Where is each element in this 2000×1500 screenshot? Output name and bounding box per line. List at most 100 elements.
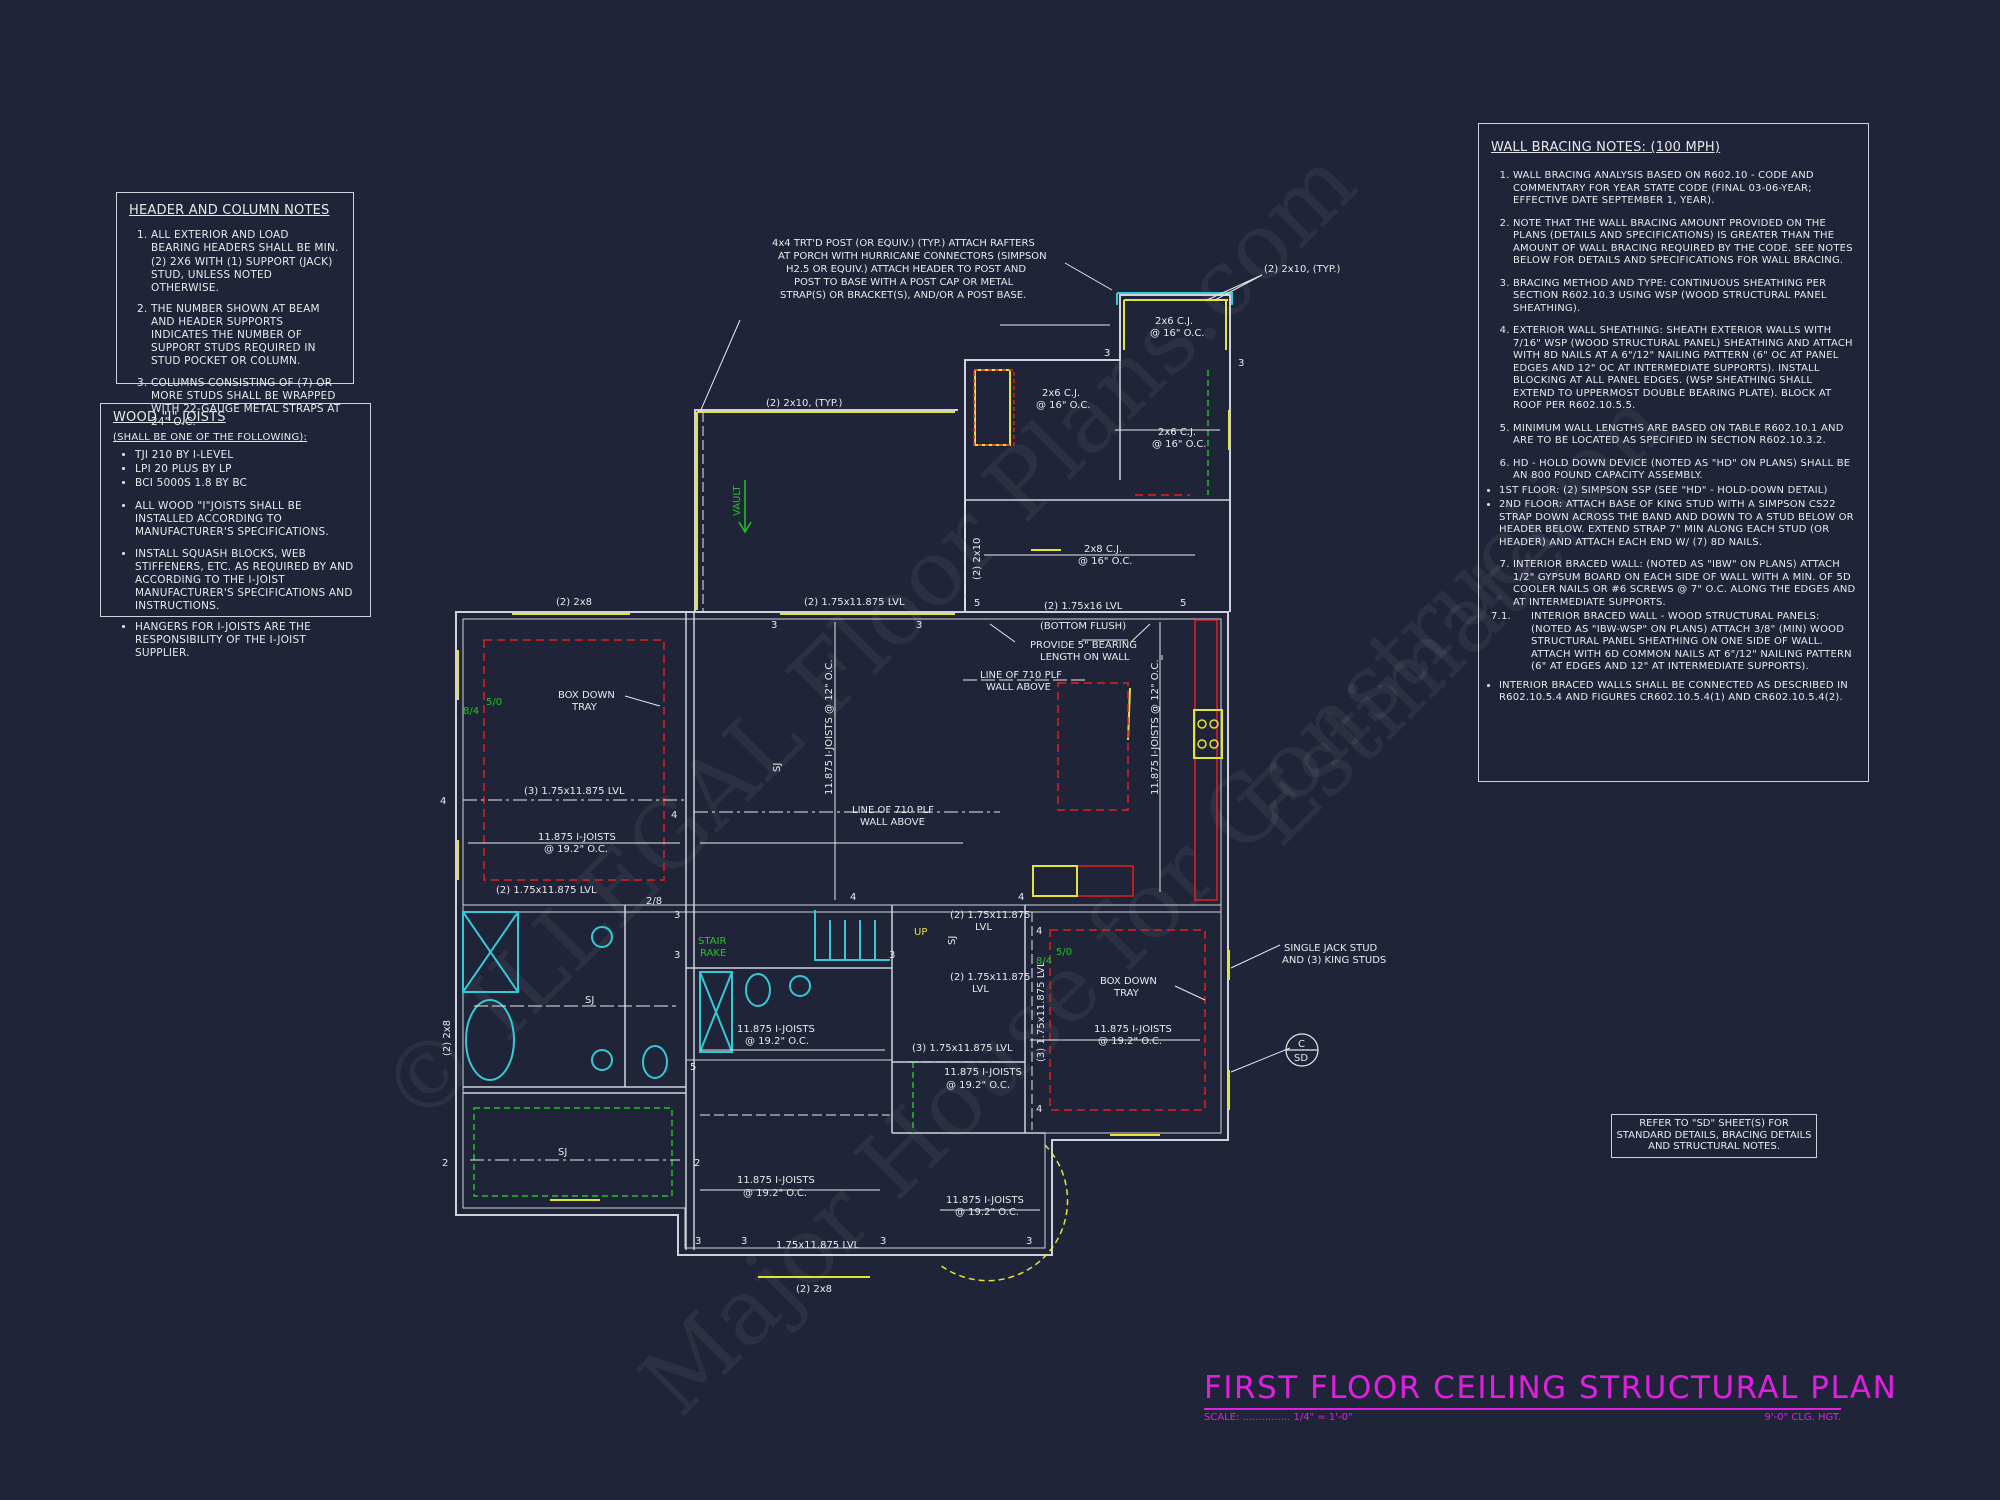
stud-2-8: 2/8 xyxy=(646,896,662,907)
lvl2-stair1-line1: (2) 1.75x11.875 xyxy=(950,910,1031,921)
cj-mid-oc: @ 16" O.C. xyxy=(1078,556,1133,567)
lvl3-left-label: (3) 1.75x11.875 LVL xyxy=(524,786,625,797)
title-subline: SCALE: ............... 1/4" = 1'-0" 9'-0… xyxy=(1204,1412,1841,1423)
bracing-note-6-text: HD - HOLD DOWN DEVICE (NOTED AS "HD" ON … xyxy=(1513,457,1851,482)
bracing-note-6-bullet-1: 1ST FLOOR: (2) SIMPSON SSP (SEE "HD" - H… xyxy=(1499,485,1856,498)
section-tag-bottom: SD xyxy=(1294,1053,1308,1064)
ij-right-oc: @ 19.2" O.C. xyxy=(1098,1036,1162,1047)
tray-outlines xyxy=(483,369,1206,1111)
hd-label-2: 8/4 xyxy=(1036,956,1052,967)
stud-count-4d: 4 xyxy=(1018,892,1024,903)
porch-header-right-label: (2) 2x10, (TYP.) xyxy=(1264,264,1340,275)
cj-left-label: 2x6 C.J. xyxy=(1042,388,1080,399)
stud-count-3e: 3 xyxy=(674,910,680,921)
line-710-top-line1: LINE OF 710 PLF xyxy=(980,670,1062,681)
stud-count-2b: 2 xyxy=(694,1158,700,1169)
wall-bracing-notes: WALL BRACING NOTES: (100 MPH) WALL BRACI… xyxy=(1478,123,1869,782)
joist-option-1: TJI 210 BY I-LEVEL xyxy=(135,449,358,462)
stair-rake-line2: RAKE xyxy=(700,948,726,959)
cj-top-label: 2x6 C.J. xyxy=(1155,316,1193,327)
stud-count-3k: 3 xyxy=(1026,1236,1032,1247)
joist-notes-title: WOOD "I" JOISTS xyxy=(113,410,226,425)
bracing-note-5: MINIMUM WALL LENGTHS ARE BASED ON TABLE … xyxy=(1513,423,1856,448)
header-notes-title: HEADER AND COLUMN NOTES xyxy=(129,203,330,218)
hdr-2x8-left-label: (2) 2x8 xyxy=(442,1020,453,1056)
sd-label-1: 5/0 xyxy=(486,697,502,708)
bracing-note-7-1-label: 7.1. xyxy=(1491,611,1511,623)
ij-left-oc: @ 19.2" O.C. xyxy=(544,844,608,855)
walls xyxy=(455,294,1231,1256)
bay-window-arc xyxy=(939,1144,1069,1282)
stud-count-5a: 5 xyxy=(974,598,980,609)
ij-bay-oc: @ 19.2" O.C. xyxy=(955,1207,1019,1218)
plan-labels: 4x4 TRT'D POST (OR EQUIV.) (TYP.) ATTACH… xyxy=(440,238,1386,1295)
section-marker xyxy=(1285,1033,1319,1067)
stud-count-4c: 4 xyxy=(850,892,856,903)
sd-label-2: 5/0 xyxy=(1056,947,1072,958)
title-block: FIRST FLOOR CEILING STRUCTURAL PLAN SCAL… xyxy=(1204,1370,1896,1423)
bracing-note-4: EXTERIOR WALL SHEATHING: SHEATH EXTERIOR… xyxy=(1513,325,1856,413)
box-tray-2-line1: BOX DOWN xyxy=(1100,976,1157,987)
stud-count-2a: 2 xyxy=(442,1158,448,1169)
stud-count-4f: 4 xyxy=(1036,1104,1042,1115)
kitchen-elements xyxy=(1032,619,1223,901)
stud-count-4b: 4 xyxy=(671,810,677,821)
post-note-line4: POST TO BASE WITH A POST CAP OR METAL xyxy=(794,277,1014,288)
vault-label: VAULT xyxy=(732,484,743,516)
sj-label-2: SJ xyxy=(585,995,594,1006)
header-note-2: THE NUMBER SHOWN AT BEAM AND HEADER SUPP… xyxy=(151,303,341,369)
ij-lower-label: 11.875 I-JOISTS xyxy=(737,1175,815,1186)
hdr-2x8-top-label: (2) 2x8 xyxy=(556,597,592,608)
ij-vert-2-label: 11.875 I-JOISTS @ 12" O.C. xyxy=(1150,659,1161,795)
line-710-mid-line2: WALL ABOVE xyxy=(860,817,925,828)
ij-bay-label: 11.875 I-JOISTS xyxy=(946,1195,1024,1206)
jack-stud-line2: AND (3) KING STUDS xyxy=(1282,955,1386,966)
lvl-bottom-label: 1.75x11.875 LVL xyxy=(776,1240,860,1251)
joist-note-1: ALL WOOD "I"JOISTS SHALL BE INSTALLED AC… xyxy=(135,500,358,539)
joist-notes-subtitle: (SHALL BE ONE OF THE FOLLOWING): xyxy=(113,432,308,444)
ij-mid1-oc: @ 19.2" O.C. xyxy=(745,1036,809,1047)
box-tray-1-line1: BOX DOWN xyxy=(558,690,615,701)
bracing-note-7-1: INTERIOR BRACED WALL - WOOD STRUCTURAL P… xyxy=(1531,611,1852,673)
header-column-notes: HEADER AND COLUMN NOTES ALL EXTERIOR AND… xyxy=(116,192,354,428)
stud-count-3h: 3 xyxy=(695,1236,701,1247)
ij-mid2-oc: @ 19.2" O.C. xyxy=(946,1080,1010,1091)
lvl3-mid-label: (3) 1.75x11.875 LVL xyxy=(912,1043,1013,1054)
box-tray-2-line2: TRAY xyxy=(1113,988,1140,999)
bearing-label-line1: PROVIDE 5" BEARING xyxy=(1030,640,1137,651)
lvl-top-label: (2) 1.75x11.875 LVL xyxy=(804,597,905,608)
porch-header-label: (2) 2x10, (TYP.) xyxy=(766,398,842,409)
ij-vert-1-label: 11.875 I-JOISTS @ 12" O.C. xyxy=(824,659,835,795)
ceiling-height-label: 9'-0" CLG. HGT. xyxy=(1764,1412,1841,1423)
bottom-flush-label: (BOTTOM FLUSH) xyxy=(1040,621,1126,632)
sj-label-1: SJ xyxy=(772,763,783,772)
cj-right-label: 2x6 C.J. xyxy=(1158,427,1196,438)
lvl2-left-lower-label: (2) 1.75x11.875 LVL xyxy=(496,885,597,896)
stud-count-3i: 3 xyxy=(741,1236,747,1247)
ij-lower-oc: @ 19.2" O.C. xyxy=(743,1188,807,1199)
post-note-line5: STRAP(S) OR BRACKET(S), AND/OR A POST BA… xyxy=(780,290,1026,301)
bracing-notes-title: WALL BRACING NOTES: (100 MPH) xyxy=(1491,140,1721,155)
cj-top-oc: @ 16" O.C. xyxy=(1150,328,1205,339)
stud-count-3b: 3 xyxy=(916,620,922,631)
line-710-top-line2: WALL ABOVE xyxy=(986,682,1051,693)
joist-option-2: LPI 20 PLUS BY LP xyxy=(135,463,358,476)
ij-right-label: 11.875 I-JOISTS xyxy=(1094,1024,1172,1035)
green-outlines xyxy=(473,370,1209,1197)
cj-mid-label: 2x8 C.J. xyxy=(1084,544,1122,555)
sj-label-4: SJ xyxy=(558,1147,567,1158)
stud-count-3f: 3 xyxy=(674,950,680,961)
bracing-note-6: HD - HOLD DOWN DEVICE (NOTED AS "HD" ON … xyxy=(1499,457,1856,550)
lvl2-stair2-line1: (2) 1.75x11.875 xyxy=(950,972,1031,983)
post-note-line2: AT PORCH WITH HURRICANE CONNECTORS (SIMP… xyxy=(778,251,1047,262)
joist-arrows xyxy=(463,262,1291,1211)
sj-label-3: SJ xyxy=(947,936,958,945)
stud-count-3c: 3 xyxy=(1104,348,1110,359)
bracing-note-7: INTERIOR BRACED WALL: (NOTED AS "IBW" ON… xyxy=(1491,559,1856,705)
stud-count-3g: 3 xyxy=(889,950,895,961)
joist-option-3: BCI 5000s 1.8 BY BC xyxy=(135,477,358,490)
header-note-3: COLUMNS CONSISTING OF (7) OR MORE STUDS … xyxy=(151,377,341,430)
cj-right-oc: @ 16" O.C. xyxy=(1152,439,1207,450)
stud-count-5c: 5 xyxy=(690,1062,696,1073)
